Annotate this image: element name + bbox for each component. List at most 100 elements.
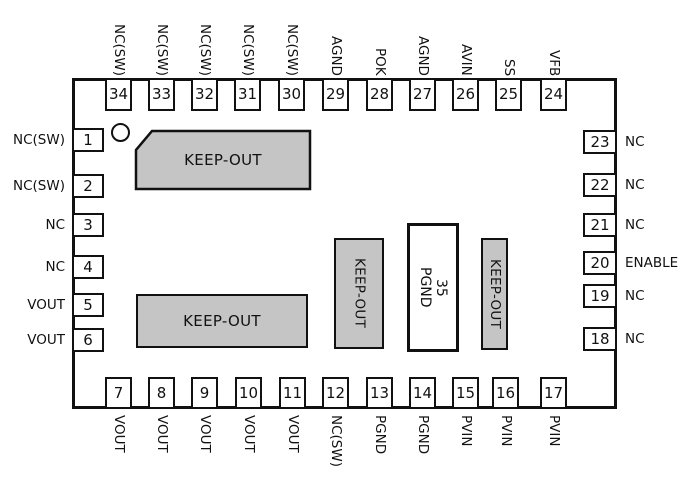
pin-box: 12 [322,377,349,409]
pin-label: NC [625,217,645,233]
pin-label: NC(SW) [13,132,65,148]
pin-box: 1 [72,128,104,152]
pin-box: 25 [495,78,522,111]
pin-box: 13 [366,377,393,409]
pin-box: 30 [278,78,305,111]
pin-number: 28 [369,85,390,103]
center-pad-number: 35 [433,278,449,297]
pin-number: 31 [237,85,258,103]
pin1-indicator-icon [111,123,130,142]
center-pad-label: PGND [417,267,433,308]
pin-number: 20 [590,253,610,272]
pin-box: 23 [583,130,617,154]
pin-label: VOUT [154,415,170,453]
pin-label: VOUT [27,332,65,348]
pin-box: 24 [540,78,567,111]
keep-out-label: KEEP-OUT [183,312,261,330]
pin-number: 1 [83,130,93,149]
pin-label: POK [372,48,388,76]
pin-label: NC [625,134,645,150]
keep-out-region-middle: KEEP-OUT [136,294,308,348]
pin-number: 16 [495,383,516,402]
pin-number: 3 [83,215,93,234]
keep-out-label: KEEP-OUT [487,258,503,330]
pin-number: 18 [590,329,610,348]
pin-label: NC(SW) [328,415,344,467]
pin-label: NC(SW) [197,24,213,76]
pin-number: 6 [83,330,93,349]
keep-out-chamfer-shape [134,129,312,191]
pin-number: 5 [83,295,93,314]
pin-number: 23 [590,132,610,151]
pin-box: 32 [191,78,218,111]
pin-box: 28 [366,78,393,111]
pin-box: 26 [452,78,479,111]
keep-out-region-vertical-right: KEEP-OUT [481,238,508,350]
pin-box: 16 [492,377,519,409]
pin-label: ENABLE [625,255,679,271]
pin-label: AGND [415,36,431,76]
pin-box: 5 [72,293,104,317]
pin-box: 6 [72,328,104,352]
pin-box: 10 [235,377,262,409]
pin-label: PVIN [546,415,562,447]
pin-label: AGND [328,36,344,76]
pin-number: 25 [498,85,519,103]
pin-label: SS [501,58,517,76]
pin-label: NC(SW) [284,24,300,76]
keep-out-region-vertical-left: KEEP-OUT [334,238,384,349]
center-pad: 35 PGND [407,223,459,352]
center-pad-text: 35 PGND [417,267,449,308]
keep-out-label: KEEP-OUT [184,151,262,169]
pin-box: 14 [409,377,436,409]
pin-number: 14 [412,383,433,402]
pin-box: 29 [322,78,349,111]
pin-box: 8 [148,377,175,409]
pin-box: 9 [191,377,218,409]
pin-number: 10 [238,383,259,402]
pin-number: 12 [325,383,346,402]
pin-label: VOUT [197,415,213,453]
pin-number: 21 [590,215,610,234]
pin-number: 2 [83,176,93,195]
pin-label: AVIN [458,44,474,76]
pin-label: NC(SW) [111,24,127,76]
pin-number: 13 [369,383,390,402]
pin-number: 34 [108,85,129,103]
pin-label: PGND [415,415,431,455]
pin-box: 33 [148,78,175,111]
pin-label: NC(SW) [240,24,256,76]
pin-label: VOUT [27,297,65,313]
pin-label: VOUT [111,415,127,453]
pin-label: NC [45,259,65,275]
pin-label: NC(SW) [154,24,170,76]
pin-number: 30 [281,85,302,103]
pin-box: 21 [583,213,617,237]
pin-box: 4 [72,255,104,279]
pin-box: 27 [409,78,436,111]
pin-label: VOUT [241,415,257,453]
pin-box: 31 [234,78,261,111]
pin-label: VFB [546,49,562,76]
pin-number: 17 [543,383,564,402]
keep-out-label: KEEP-OUT [351,258,368,329]
pin-number: 8 [156,383,167,402]
pin-box: 7 [105,377,132,409]
pin-number: 4 [83,257,93,276]
pin-box: 34 [105,78,132,111]
pin-number: 11 [282,383,303,402]
pin-number: 19 [590,286,610,305]
pin-box: 20 [583,251,617,275]
pin-number: 15 [455,383,476,402]
pin-number: 22 [590,175,610,194]
pin-box: 15 [452,377,479,409]
pin-number: 32 [194,85,215,103]
pin-label: NC(SW) [13,178,65,194]
pin-box: 3 [72,213,104,237]
pin-number: 27 [412,85,433,103]
pin-label: NC [45,217,65,233]
pin-label: NC [625,288,645,304]
pin-number: 33 [151,85,172,103]
pin-box: 2 [72,174,104,198]
